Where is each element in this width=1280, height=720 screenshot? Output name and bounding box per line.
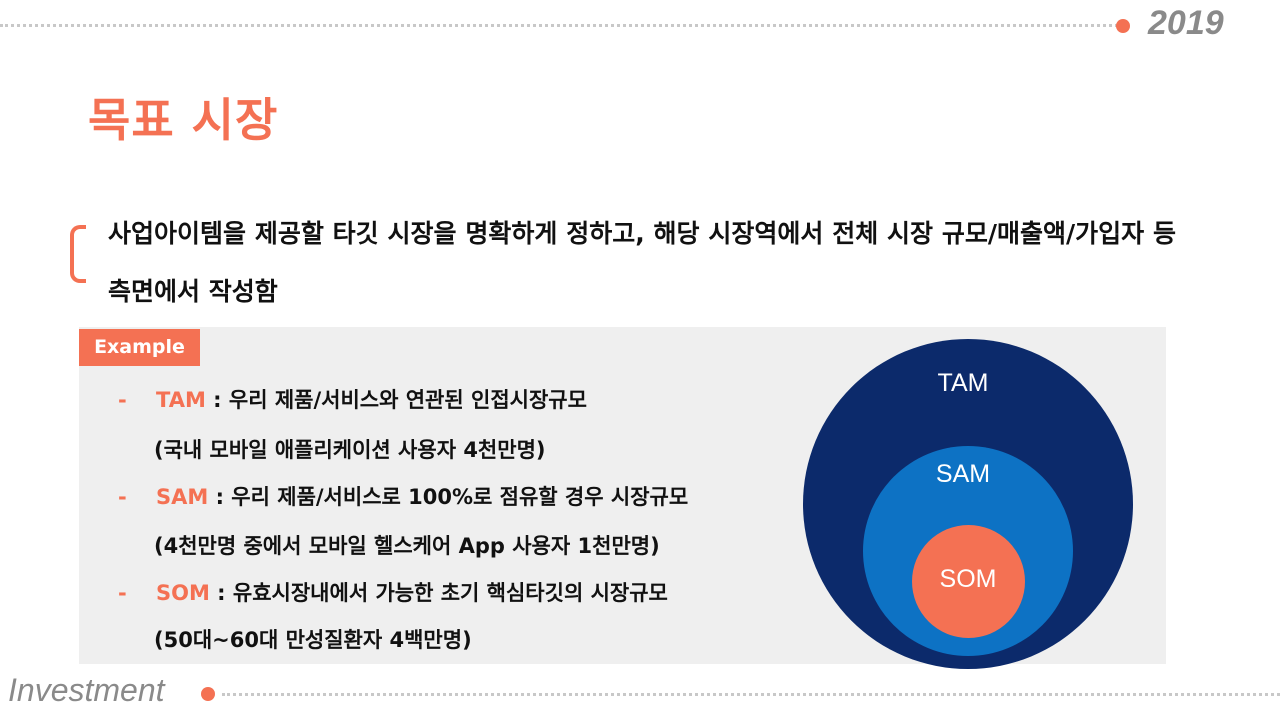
example-tag: Example [79,329,200,366]
tam-item: - TAM : 우리 제품/서비스와 연관된 인접시장규모 [118,384,587,414]
som-term: SOM [156,581,210,605]
som-circle-label: SOM [939,565,997,593]
tam-example: (국내 모바일 애플리케이션 사용자 4천만명) [154,438,546,462]
tam-term: TAM [156,388,206,412]
sam-definition: : 우리 제품/서비스로 100%로 점유할 경우 시장규모 [208,485,689,509]
som-circle [912,525,1025,638]
description-text: 사업아이템을 제공할 타깃 시장을 명확하게 정하고, 해당 시장역에서 전체 … [108,219,1176,306]
bullet-dash: - [118,581,127,605]
sam-example: (4천만명 중에서 모바일 헬스케어 App 사용자 1천만명) [154,534,660,558]
sam-circle-label: SAM [935,460,991,488]
sam-item: - SAM : 우리 제품/서비스로 100%로 점유할 경우 시장규모 [118,481,688,511]
bullet-dash: - [118,388,127,412]
top-dotted-line [0,24,1118,27]
som-item: - SOM : 유효시장내에서 가능한 초기 핵심타깃의 시장규모 [118,577,668,607]
year-label: 2019 [1148,4,1224,42]
bottom-dotted-line [222,693,1280,696]
tam-definition: : 우리 제품/서비스와 연관된 인접시장규모 [205,388,587,412]
som-definition: : 유효시장내에서 가능한 초기 핵심타깃의 시장규모 [209,581,668,605]
bottom-dot-marker [201,687,215,701]
som-example: (50대~60대 만성질환자 4백만명) [154,628,472,652]
top-dot-marker [1116,19,1130,33]
sam-term: SAM [156,485,209,509]
bracket-marker [70,225,86,283]
page-title: 목표 시장 [88,93,279,147]
tam-circle-label: TAM [937,369,989,397]
footer-label: Investment [8,672,165,708]
bullet-dash: - [118,485,127,509]
